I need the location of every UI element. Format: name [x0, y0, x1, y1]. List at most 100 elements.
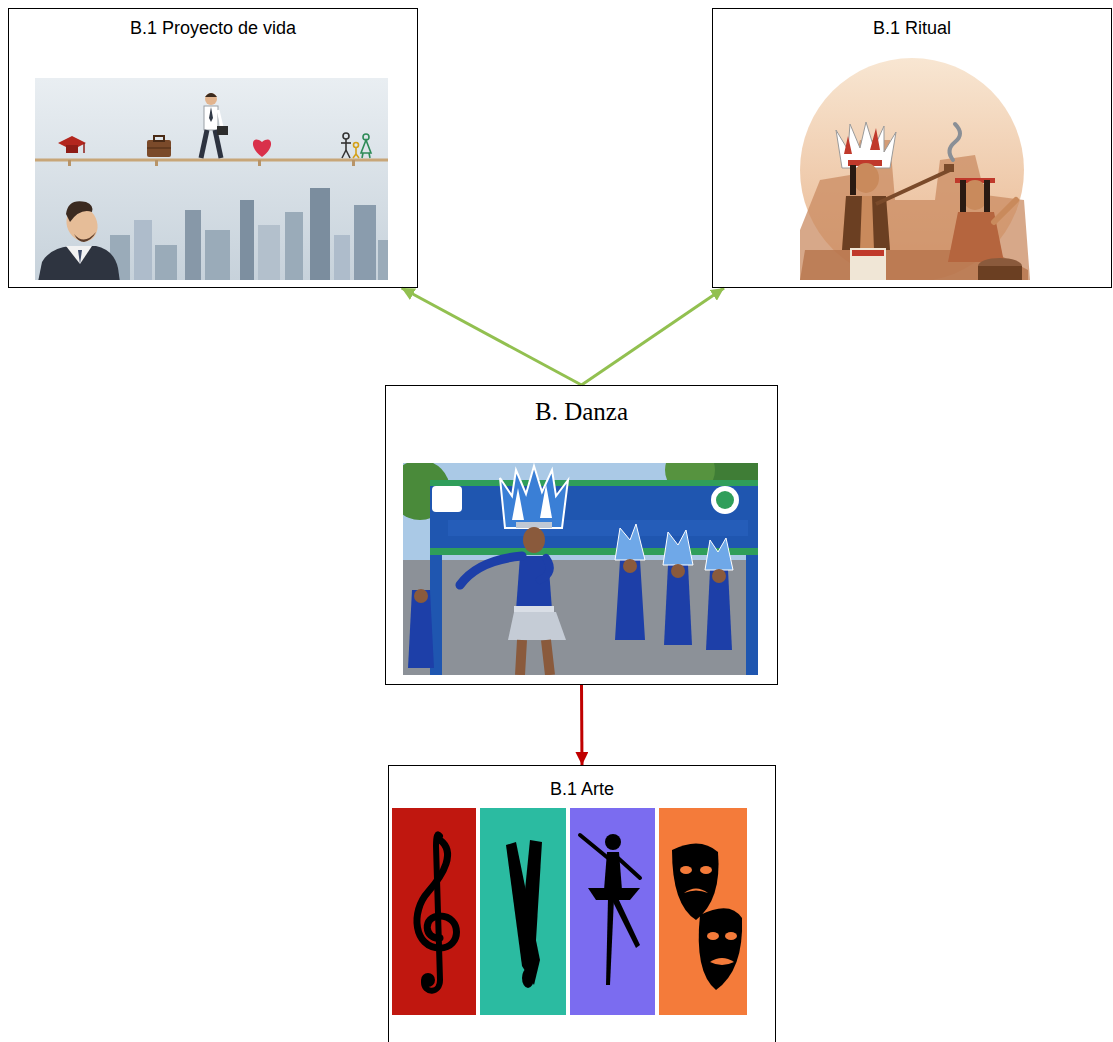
life-project-picture — [346, 150, 350, 158]
ritual-picture — [850, 165, 856, 195]
life-project-picture — [83, 143, 85, 153]
dance-photo — [540, 558, 550, 580]
arts-picture — [392, 808, 476, 1015]
dance-photo — [430, 480, 758, 486]
dance-photo — [516, 556, 552, 610]
life-project-picture — [204, 106, 218, 130]
arts-picture — [570, 808, 655, 1015]
arts-picture — [672, 843, 742, 990]
project-box: B.1 Proyecto de vida — [8, 8, 418, 288]
arts-picture — [588, 888, 640, 900]
life-project-picture — [240, 200, 254, 280]
life-project-picture — [369, 153, 370, 158]
dance-photo — [432, 486, 462, 512]
life-project-picture — [334, 235, 350, 280]
ritual-picture — [949, 124, 960, 160]
life-project-picture — [147, 140, 171, 157]
dance-photo — [716, 491, 734, 509]
arts-picture — [612, 898, 640, 948]
life-project-picture — [35, 159, 388, 162]
dance-photo — [711, 486, 739, 514]
ritual-picture — [978, 266, 1022, 280]
arts-picture — [580, 835, 640, 878]
life-project-picture — [68, 160, 355, 166]
dance-photo — [523, 527, 545, 553]
life-project-picture — [217, 126, 228, 135]
ritual-picture — [842, 196, 890, 250]
dance-photo — [712, 569, 726, 583]
arts-picture — [725, 932, 737, 940]
ritual-picture — [842, 196, 890, 250]
arrow-connector — [580, 685, 584, 765]
life-project-picture — [378, 240, 388, 280]
dance-photo — [448, 520, 748, 536]
arrow-connector — [402, 288, 582, 385]
life-project-picture — [205, 93, 217, 105]
node-title: B.1 Arte — [547, 778, 617, 801]
dance-box: B. Danza — [385, 385, 778, 685]
life-project-picture — [343, 133, 349, 139]
arts-picture — [680, 866, 692, 874]
life-project-picture — [61, 201, 103, 246]
arts-picture — [506, 840, 542, 988]
life-project-picture — [155, 245, 177, 280]
life-project-picture — [110, 188, 388, 280]
life-project-picture — [253, 140, 271, 157]
life-project-picture — [345, 139, 347, 150]
arts-picture — [421, 973, 435, 987]
arts-picture — [417, 834, 457, 990]
dance-photo — [508, 612, 566, 640]
node-title: B.1 Proyecto de vida — [127, 17, 299, 40]
ritual-picture — [850, 248, 886, 280]
art-box: B.1 Arte — [388, 765, 776, 1042]
node-title-row: B. Danza — [386, 396, 777, 427]
arts-picture — [520, 840, 542, 975]
ritual-picture — [836, 122, 896, 168]
life-project-picture — [342, 150, 346, 158]
life-project-picture — [205, 93, 217, 97]
dance-photo — [500, 466, 568, 528]
dance-photo — [512, 484, 552, 520]
ritual-picture — [844, 128, 880, 154]
life-project-picture — [35, 78, 388, 280]
dance-photo — [408, 590, 434, 668]
life-project-picture — [147, 148, 171, 149]
node-title-row: B.1 Proyecto de vida — [9, 17, 417, 40]
life-project-picture — [354, 143, 359, 148]
dance-photo — [430, 480, 758, 555]
arts-picture — [424, 834, 440, 990]
life-project-picture — [341, 142, 351, 144]
ritual-box: B.1 Ritual — [712, 8, 1112, 288]
dance-photo — [520, 640, 550, 675]
dance-photo — [460, 556, 522, 585]
arts-picture — [710, 958, 734, 965]
dance-photo — [615, 524, 645, 560]
dance-photo — [615, 560, 645, 640]
ritual-picture — [800, 140, 1030, 280]
ritual-picture — [994, 200, 1016, 222]
arts-picture — [605, 834, 621, 850]
node-title-row: B.1 Ritual — [713, 17, 1111, 40]
life-project-picture — [68, 160, 71, 166]
connectors — [402, 288, 724, 765]
arts-picture — [522, 968, 534, 988]
dance-photo — [671, 564, 685, 578]
arts-picture — [480, 808, 566, 1015]
dance-photo — [414, 589, 428, 603]
life-project-picture — [185, 210, 201, 280]
life-project-picture — [66, 201, 92, 222]
node-title: B. Danza — [532, 396, 631, 427]
ritual-picture — [836, 122, 954, 280]
life-project-picture — [38, 246, 120, 280]
arts-picture — [659, 808, 747, 1015]
life-project-picture — [361, 140, 371, 153]
ritual-picture — [876, 170, 950, 204]
life-project-picture — [66, 246, 92, 264]
life-project-picture — [310, 188, 330, 280]
life-project-picture — [352, 160, 355, 166]
arts-picture — [392, 808, 747, 1015]
ritual-picture — [800, 58, 1030, 280]
